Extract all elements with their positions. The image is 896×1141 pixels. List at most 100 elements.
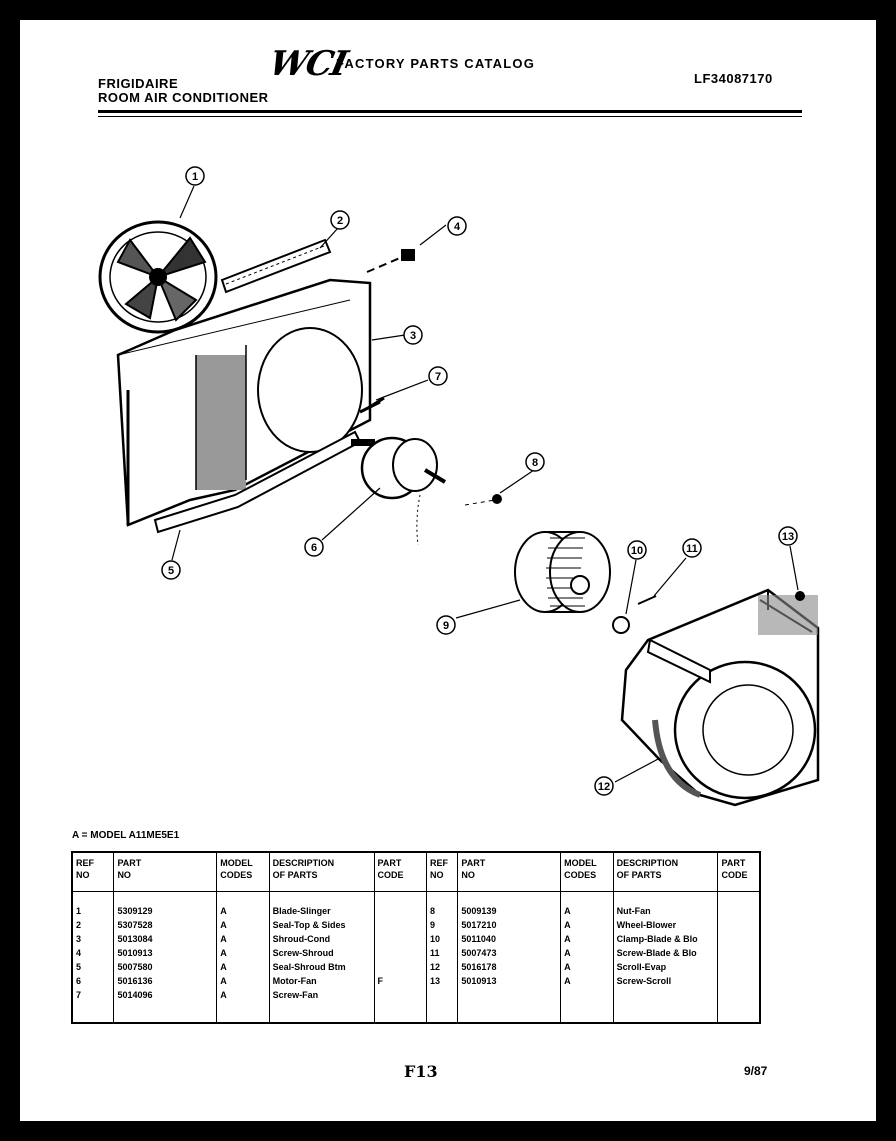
callout-11-label: 11 <box>686 543 698 555</box>
cell-part: 5307528 <box>113 918 218 932</box>
cell-code <box>374 932 427 946</box>
cell-part <box>457 988 562 1023</box>
cell-desc: Wheel-Blower <box>613 918 719 932</box>
fan-blade-drawing <box>98 220 218 334</box>
callout-8 <box>525 452 545 472</box>
callout-1-label: 1 <box>192 171 198 183</box>
cell-ref: 10 <box>426 932 459 946</box>
evap-scroll-drawing <box>620 588 820 807</box>
cell-model: A <box>216 960 270 974</box>
cell-desc: Screw-Scroll <box>613 974 719 988</box>
cell-part: 5010913 <box>113 946 218 960</box>
callout-3 <box>403 325 423 345</box>
cell-model: A <box>216 891 270 918</box>
cell-part: 5014096 <box>113 988 218 1023</box>
callout-13-label: 13 <box>782 531 794 543</box>
cell-desc: Clamp-Blade & Blo <box>613 932 719 946</box>
callout-7 <box>428 366 448 386</box>
callout-8-label: 8 <box>532 457 538 469</box>
cell-model: A <box>560 932 614 946</box>
callout-2-label: 2 <box>337 215 343 227</box>
cell-ref <box>426 988 459 1023</box>
callout-4-label: 4 <box>454 221 461 233</box>
model-note: A = MODEL A11ME5E1 <box>72 830 180 841</box>
callout-11 <box>682 538 702 558</box>
cell-desc <box>613 988 719 1023</box>
header-rule-thin <box>98 116 802 117</box>
cell-model: A <box>216 932 270 946</box>
cell-desc: Seal-Top & Sides <box>269 918 375 932</box>
revision-date: 9/87 <box>744 1064 768 1078</box>
cell-code <box>718 974 760 988</box>
cell-ref: 7 <box>72 988 115 1023</box>
callout-9 <box>436 615 456 635</box>
callout-4 <box>447 216 467 236</box>
cell-desc: Shroud-Cond <box>269 932 375 946</box>
callout-10-label: 10 <box>631 545 643 557</box>
blower-wheel-drawing <box>514 531 611 613</box>
cell-code <box>718 918 760 932</box>
cell-model: A <box>216 918 270 932</box>
cell-part: 5007473 <box>457 946 562 960</box>
callout-13 <box>778 526 798 546</box>
cell-code <box>718 932 760 946</box>
cell-part: 5016178 <box>457 960 562 974</box>
page-code: F13 <box>404 1062 438 1081</box>
cell-part: 5013084 <box>113 932 218 946</box>
cell-desc: Nut-Fan <box>613 891 719 918</box>
callout-6 <box>304 537 324 557</box>
cell-desc: Screw-Fan <box>269 988 375 1023</box>
cell-ref: 11 <box>426 946 459 960</box>
cell-code <box>718 988 760 1023</box>
cell-part: 5009139 <box>457 891 562 918</box>
cell-part: 5016136 <box>113 974 218 988</box>
cell-part: 5007580 <box>113 960 218 974</box>
cell-part: 5010913 <box>457 974 562 988</box>
callout-10 <box>627 540 647 560</box>
callout-3-label: 3 <box>410 330 416 342</box>
catalog-title: FACTORY PARTS CATALOG <box>336 56 536 71</box>
callout-5-label: 5 <box>168 565 174 577</box>
cell-ref: 2 <box>72 918 115 932</box>
cell-ref: 13 <box>426 974 459 988</box>
cell-code <box>374 988 427 1023</box>
cell-part: 5011040 <box>457 932 562 946</box>
cell-model: A <box>560 960 614 974</box>
header-rule <box>98 110 802 113</box>
cell-code <box>718 946 760 960</box>
cell-part: 5017210 <box>457 918 562 932</box>
cell-desc: Screw-Blade & Blo <box>613 946 719 960</box>
callout-5 <box>161 560 181 580</box>
cell-code <box>718 960 760 974</box>
fan-motor-drawing <box>351 436 447 546</box>
callout-2 <box>330 210 350 230</box>
callout-9-label: 9 <box>443 620 449 632</box>
cell-desc: Blade-Slinger <box>269 891 375 918</box>
callout-12 <box>594 776 614 796</box>
cell-desc: Screw-Shroud <box>269 946 375 960</box>
product-name: ROOM AIR CONDITIONER <box>98 90 269 105</box>
cell-ref: 5 <box>72 960 115 974</box>
callout-12-label: 12 <box>598 781 610 793</box>
cell-model: A <box>560 974 614 988</box>
cell-model: A <box>216 988 270 1023</box>
brand-name: FRIGIDAIRE <box>98 76 179 91</box>
cell-desc: Motor-Fan <box>269 974 375 988</box>
cell-code <box>374 918 427 932</box>
catalog-number: LF34087170 <box>694 71 773 86</box>
